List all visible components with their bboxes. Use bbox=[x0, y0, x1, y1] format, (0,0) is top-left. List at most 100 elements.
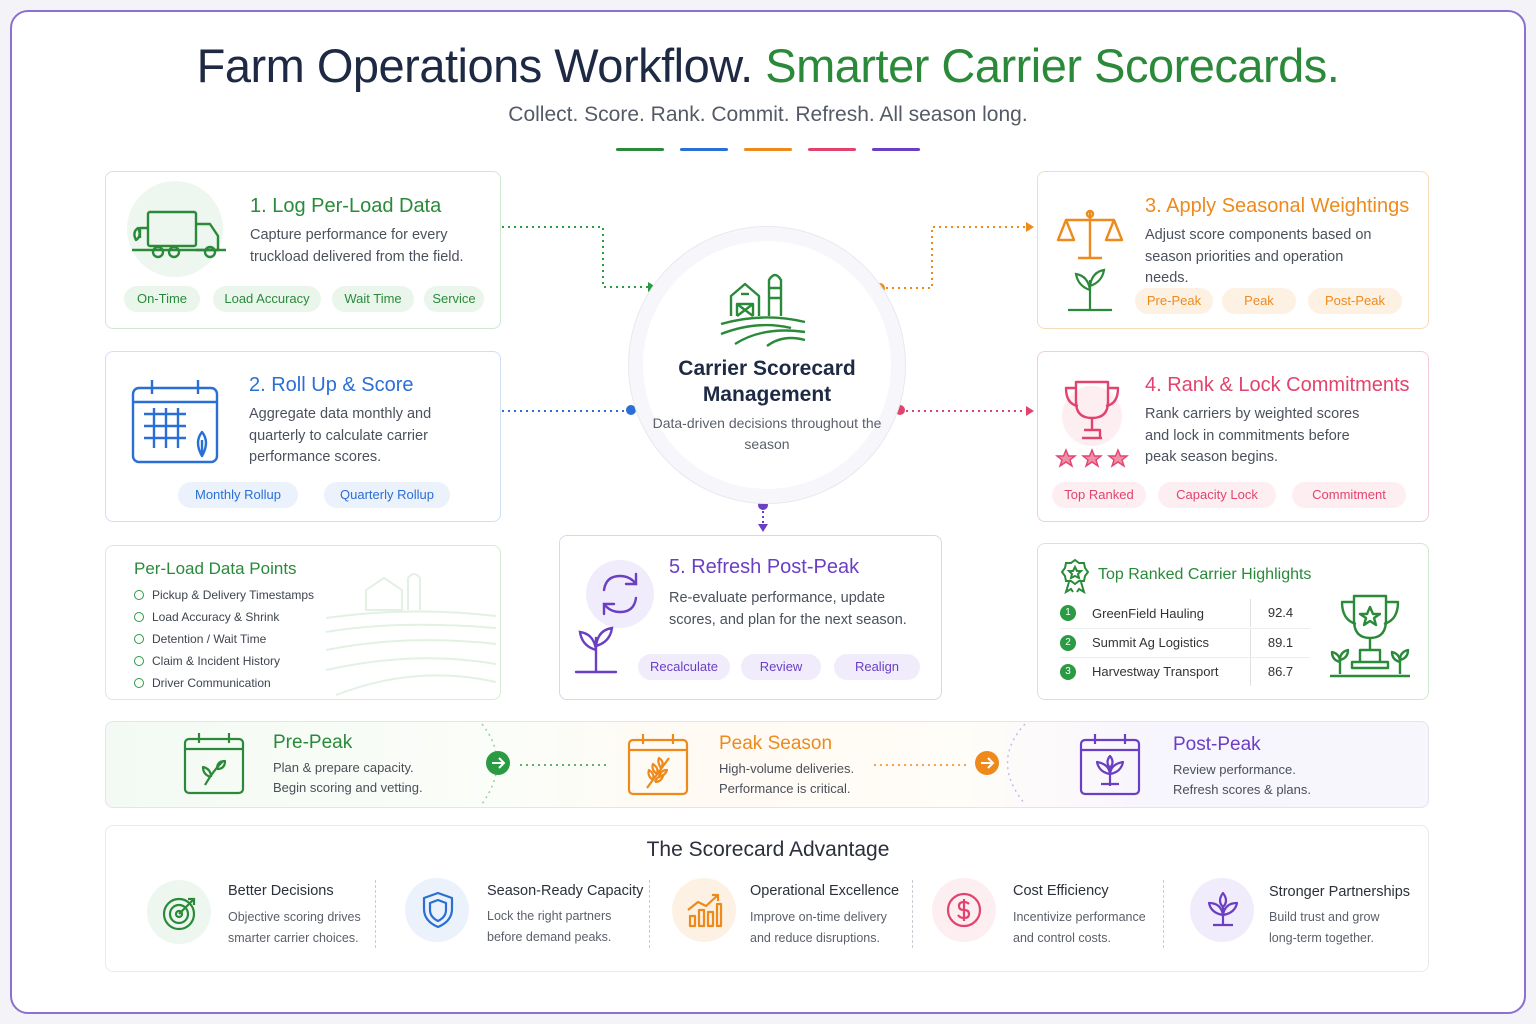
advantage-title: The Scorecard Advantage bbox=[646, 838, 890, 861]
page-subtitle: Collect. Score. Rank. Commit. Refresh. A… bbox=[508, 103, 1028, 126]
rank-badge: 1 bbox=[1060, 605, 1076, 621]
season-title: Pre-Peak bbox=[273, 732, 353, 753]
season-line: Plan & prepare capacity. bbox=[273, 760, 414, 775]
divider bbox=[649, 880, 650, 948]
advantage-item-line: smarter carrier choices. bbox=[228, 931, 359, 945]
advantage-item-title: Cost Efficiency bbox=[1013, 883, 1109, 899]
clock-icon bbox=[134, 590, 144, 600]
carrier-name: Harvestway Transport bbox=[1092, 664, 1219, 679]
step-title: 3. Apply Seasonal Weightings bbox=[1145, 195, 1410, 217]
scale-icon bbox=[1056, 209, 1124, 312]
step-description: Rank carriers by weighted scores and loc… bbox=[1145, 406, 1360, 465]
calendar-icon bbox=[131, 380, 219, 464]
tag-top-ranked[interactable]: Top Ranked bbox=[1052, 482, 1146, 508]
list-item: Pickup & Delivery Timestamps bbox=[134, 584, 314, 606]
tag-realign[interactable]: Realign bbox=[834, 654, 920, 680]
tag-service[interactable]: Service bbox=[424, 286, 484, 312]
advantage-item-line: and reduce disruptions. bbox=[750, 931, 880, 945]
sprout-calendar-icon bbox=[183, 733, 245, 795]
tag-quarterly-rollup[interactable]: Quarterly Rollup bbox=[324, 482, 450, 508]
step-description: Capture performance for every truckload … bbox=[250, 227, 464, 265]
advantage-item-title: Better Decisions bbox=[228, 883, 334, 899]
tag-load-accuracy[interactable]: Load Accuracy bbox=[213, 286, 321, 312]
table-row: 2 Summit Ag Logistics 89.1 bbox=[1060, 628, 1310, 657]
tag-commitment[interactable]: Commitment bbox=[1292, 482, 1406, 508]
plant-calendar-icon bbox=[1079, 734, 1141, 796]
highlights-card: Top Ranked Carrier Highlights bbox=[1037, 543, 1429, 700]
color-underlines bbox=[616, 148, 920, 151]
step-card-refresh: 5. Refresh Post-Peak Re-evaluate perform… bbox=[559, 535, 942, 700]
tag-monthly-rollup[interactable]: Monthly Rollup bbox=[178, 482, 298, 508]
step-title: 2. Roll Up & Score bbox=[249, 374, 414, 396]
list-item: Load Accuracy & Shrink bbox=[134, 606, 314, 628]
tag-wait-time[interactable]: Wait Time bbox=[332, 286, 414, 312]
carrier-score: 89.1 bbox=[1250, 628, 1310, 657]
advantage-item-line: and control costs. bbox=[1013, 931, 1111, 945]
season-title: Peak Season bbox=[719, 733, 833, 754]
divider bbox=[375, 880, 376, 948]
step-card-log-data: 1. Log Per-Load Data Capture performance… bbox=[105, 171, 501, 329]
step-card-rank-lock: 4. Rank & Lock Commitments Rank carriers… bbox=[1037, 351, 1429, 522]
farm-barn-icon bbox=[720, 273, 806, 347]
shield-icon bbox=[422, 891, 454, 929]
season-line: High-volume deliveries. bbox=[719, 761, 855, 776]
advantage-item-line: Improve on-time delivery bbox=[750, 910, 887, 924]
divider bbox=[912, 880, 913, 948]
plant-icon bbox=[1207, 891, 1239, 927]
trophy-icon bbox=[1330, 594, 1410, 678]
dollar-icon bbox=[946, 892, 982, 928]
target-icon bbox=[162, 897, 196, 931]
step-description: Re-evaluate performance, update scores, … bbox=[669, 590, 907, 628]
page-title: Farm Operations Workflow. Smarter Carrie… bbox=[196, 39, 1340, 92]
rank-badge: 3 bbox=[1060, 663, 1076, 680]
truck-icon bbox=[127, 181, 226, 277]
step-description: Aggregate data monthly and quarterly to … bbox=[249, 406, 432, 465]
tag-review[interactable]: Review bbox=[741, 654, 821, 680]
advantage-item-title: Season-Ready Capacity bbox=[487, 883, 644, 899]
list-item: Claim & Incident History bbox=[134, 650, 314, 672]
growth-chart-icon bbox=[687, 893, 723, 928]
tag-on-time[interactable]: On-Time bbox=[124, 286, 200, 312]
advantage-item-line: Build trust and grow bbox=[1269, 910, 1380, 924]
tag-recalculate[interactable]: Recalculate bbox=[638, 654, 730, 680]
season-line: Review performance. bbox=[1173, 762, 1296, 777]
farm-field-illustration bbox=[325, 573, 497, 696]
advantage-item-line: before demand peaks. bbox=[487, 930, 612, 944]
timer-icon bbox=[134, 634, 144, 644]
table-row: 3 Harvestway Transport 86.7 bbox=[1060, 657, 1310, 686]
season-title: Post-Peak bbox=[1173, 734, 1261, 755]
trophy-icon bbox=[1055, 380, 1129, 468]
refresh-icon bbox=[574, 560, 654, 674]
divider bbox=[1163, 880, 1164, 948]
tag-capacity-lock[interactable]: Capacity Lock bbox=[1158, 482, 1276, 508]
carrier-score: 86.7 bbox=[1250, 657, 1310, 686]
advantage-item-title: Operational Excellence bbox=[750, 883, 900, 899]
season-line: Refresh scores & plans. bbox=[1173, 782, 1312, 797]
hub-circle bbox=[643, 241, 891, 489]
hub-title: Carrier Scorecard Management bbox=[678, 357, 856, 406]
hub-subtitle: Data-driven decisions throughout the sea… bbox=[652, 415, 882, 452]
alert-icon bbox=[134, 656, 144, 666]
list-item: Driver Communication bbox=[134, 672, 314, 694]
season-line: Performance is critical. bbox=[719, 781, 851, 796]
check-icon bbox=[134, 612, 144, 622]
advantage-item-line: Objective scoring drives bbox=[228, 910, 361, 924]
season-line: Begin scoring and vetting. bbox=[273, 780, 423, 795]
rank-badge: 2 bbox=[1060, 634, 1076, 651]
chat-icon bbox=[134, 678, 144, 688]
wheat-calendar-icon bbox=[627, 734, 689, 796]
advantage-item-line: Incentivize performance bbox=[1013, 910, 1146, 924]
carrier-name: GreenField Hauling bbox=[1092, 605, 1205, 621]
award-badge-icon bbox=[1060, 558, 1090, 595]
step-card-roll-up: 2. Roll Up & Score Aggregate data monthl… bbox=[105, 351, 501, 522]
step-description: Adjust score components based on season … bbox=[1145, 227, 1372, 286]
tag-peak[interactable]: Peak bbox=[1222, 288, 1296, 314]
carrier-name: Summit Ag Logistics bbox=[1092, 635, 1210, 650]
tag-pre-peak[interactable]: Pre-Peak bbox=[1135, 288, 1213, 314]
table-row: 1 GreenField Hauling 92.4 bbox=[1060, 599, 1310, 627]
advantage-item-line: Lock the right partners bbox=[487, 909, 612, 923]
tag-post-peak[interactable]: Post-Peak bbox=[1308, 288, 1402, 314]
data-points-list: Pickup & Delivery Timestamps Load Accura… bbox=[134, 584, 314, 694]
advantage-item-line: long-term together. bbox=[1269, 931, 1374, 945]
step-card-seasonal-weightings: 3. Apply Seasonal Weightings Adjust scor… bbox=[1037, 171, 1429, 329]
